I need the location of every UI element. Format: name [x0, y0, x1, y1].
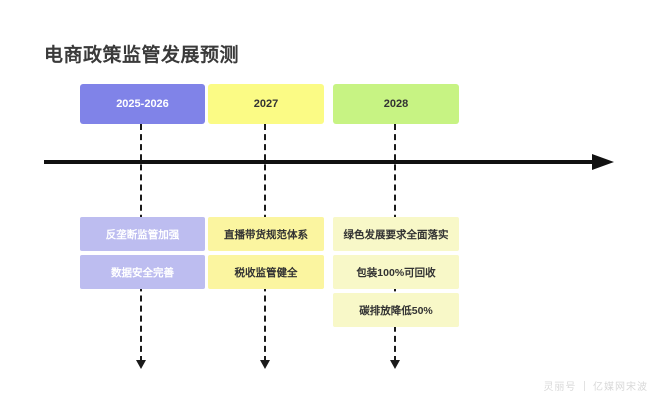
- timeline-axis: [44, 154, 614, 170]
- list-item[interactable]: 反垄断监管加强: [80, 217, 205, 251]
- connector-arrow-icon: [260, 360, 270, 369]
- year-label-box[interactable]: 2028: [333, 84, 459, 124]
- watermark-left: 灵丽号: [543, 382, 577, 393]
- list-item[interactable]: 直播带货规范体系: [208, 217, 324, 251]
- list-item[interactable]: 包装100%可回收: [333, 255, 459, 289]
- list-item[interactable]: 数据安全完善: [80, 255, 205, 289]
- connector-arrow-icon: [390, 360, 400, 369]
- item-list: 绿色发展要求全面落实 包装100%可回收 碳排放降低50%: [333, 217, 459, 331]
- watermark: 灵丽号 亿媒网宋波: [543, 378, 648, 393]
- list-item[interactable]: 绿色发展要求全面落实: [333, 217, 459, 251]
- list-item[interactable]: 碳排放降低50%: [333, 293, 459, 327]
- item-list: 反垄断监管加强 数据安全完善: [80, 217, 205, 293]
- right-arrow-icon: [592, 154, 614, 170]
- watermark-divider: [584, 381, 586, 391]
- page-title: 电商政策监管发展预测: [44, 45, 240, 66]
- connector-arrow-icon: [136, 360, 146, 369]
- list-item[interactable]: 税收监管健全: [208, 255, 324, 289]
- year-label-box[interactable]: 2027: [208, 84, 324, 124]
- year-label-box[interactable]: 2025-2026: [80, 84, 205, 124]
- item-list: 直播带货规范体系 税收监管健全: [208, 217, 324, 293]
- watermark-right: 亿媒网宋波: [593, 382, 648, 393]
